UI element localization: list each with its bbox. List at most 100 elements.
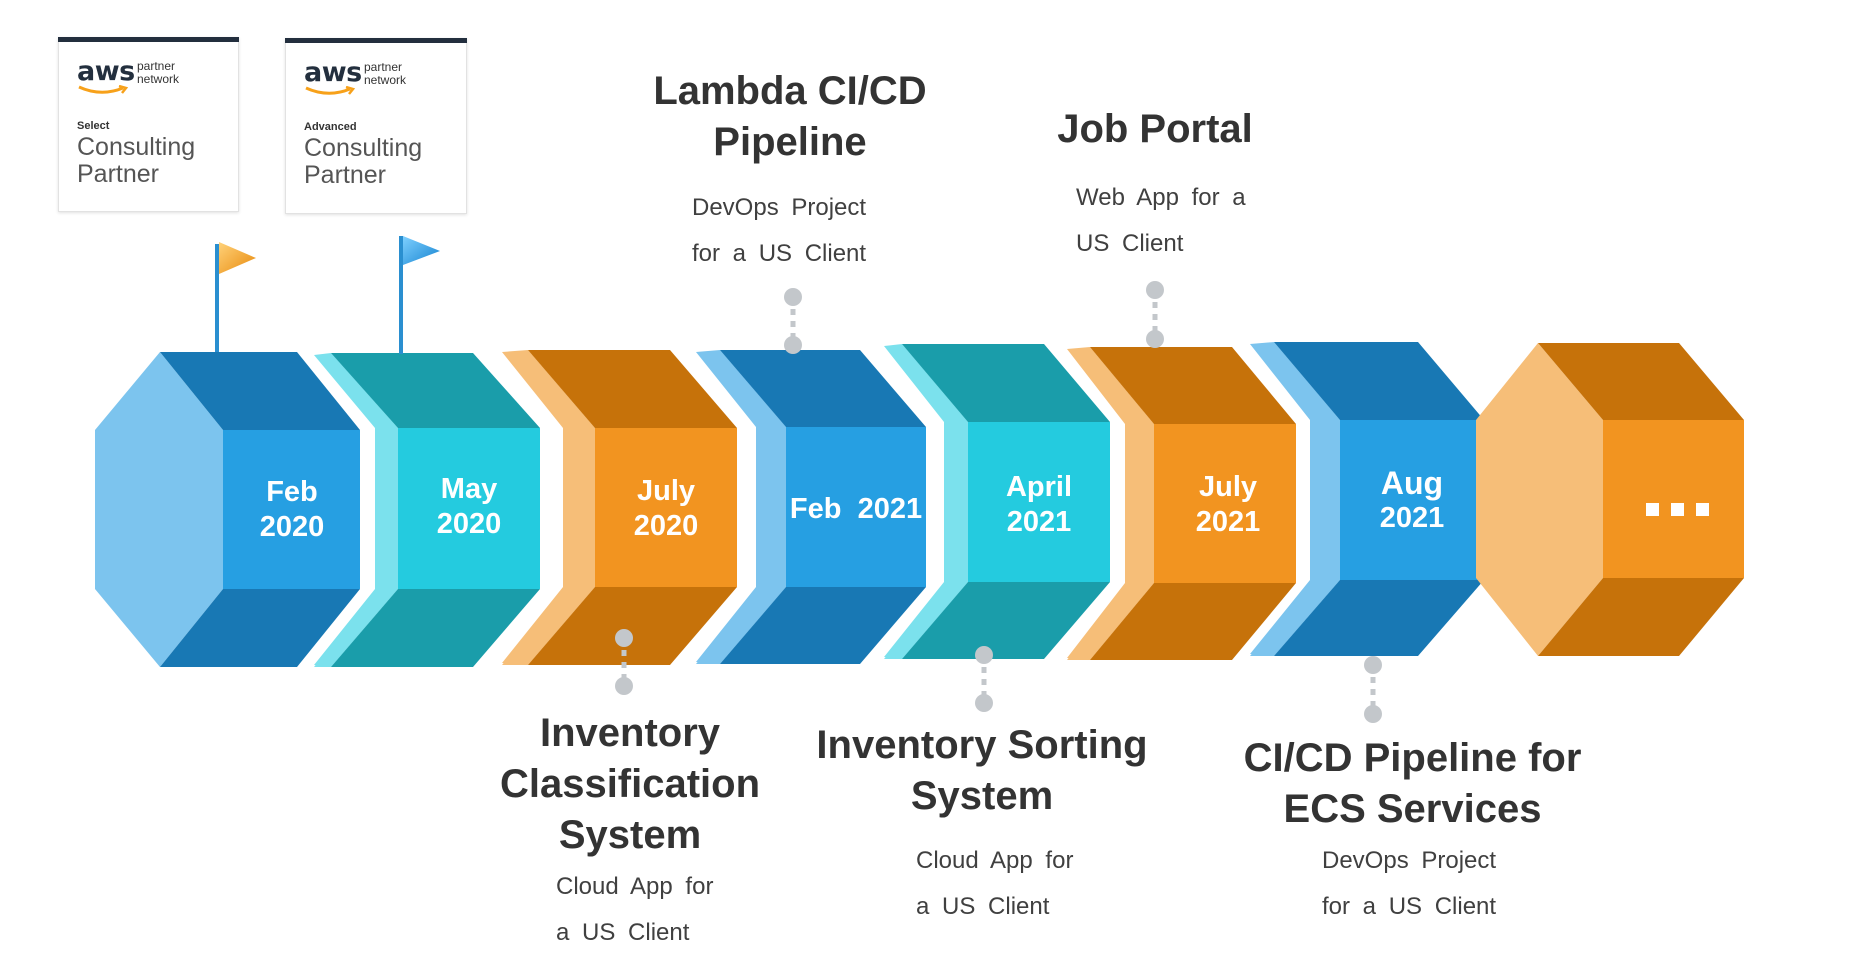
date-year: 2021: [1195, 506, 1261, 538]
network-word: network: [137, 72, 180, 86]
block-face: [595, 428, 737, 587]
block-top: [1274, 342, 1484, 420]
connector-dot: [784, 288, 802, 306]
desc-line: a US Client: [916, 893, 1050, 920]
desc-line: for a US Client: [692, 240, 867, 267]
block-face: [1603, 420, 1744, 578]
connector-dot: [975, 646, 993, 664]
connector-dot: [975, 694, 993, 712]
connector-dot: [784, 336, 802, 354]
block-bottom: [528, 587, 737, 665]
date-month: Aug: [1380, 465, 1444, 501]
title-line: Lambda CI/CD: [653, 69, 927, 113]
aws-smile-icon: [305, 86, 356, 95]
block-face: [398, 428, 540, 589]
block-bottom: [1090, 583, 1296, 660]
flag-orange-icon: [219, 242, 256, 274]
project-desc-ecs-cicd: DevOps Project for a US Client: [1322, 838, 1496, 930]
milestone-block: [1476, 343, 1744, 656]
aws-logo: aws: [77, 56, 135, 87]
badge-line1: Consulting: [77, 133, 196, 161]
partner-word: partner: [364, 60, 403, 74]
title-line: System: [910, 774, 1054, 818]
more-ellipsis-icon: [1646, 503, 1709, 516]
connector-dot: [1364, 656, 1382, 674]
network-word: network: [364, 73, 407, 87]
milestone-block: [1067, 347, 1296, 660]
block-side: [1476, 343, 1603, 656]
date-month: Feb 2021: [789, 493, 923, 525]
title-line: CI/CD Pipeline for: [1243, 736, 1582, 780]
title-line: Inventory: [539, 711, 721, 755]
milestone-block: [502, 350, 737, 665]
block-face: [1154, 424, 1296, 583]
title-line: Pipeline: [713, 120, 867, 164]
badge-line1: Consulting: [304, 134, 423, 162]
project-desc-lambda-cicd: DevOps Project for a US Client: [692, 185, 866, 277]
connector: [975, 646, 993, 712]
milestone-date-feb-2021: Feb 2021: [786, 492, 926, 527]
block-face: [968, 422, 1110, 582]
badge-line2: Partner: [77, 160, 159, 188]
aws-smile-icon: [78, 85, 129, 94]
desc-line: DevOps Project: [692, 194, 867, 221]
block-top: [1090, 347, 1296, 424]
block-side-band: [314, 353, 398, 667]
connector-dot: [1364, 705, 1382, 723]
block-top: [1538, 343, 1744, 420]
milestone-block: [95, 352, 360, 667]
milestone-block: [314, 353, 540, 667]
flag-blue-icon: [403, 236, 440, 265]
title-line: System: [558, 813, 702, 857]
milestone-block: [1250, 342, 1484, 656]
desc-line: Web App for a: [1076, 184, 1246, 211]
date-month: Feb: [266, 476, 318, 508]
badge-top-bar: [58, 37, 239, 42]
block-top: [902, 344, 1110, 422]
block-bottom: [1274, 580, 1484, 656]
connector: [1146, 281, 1164, 348]
block-side-band: [1067, 347, 1154, 660]
flags: [215, 236, 440, 354]
partner-word: partner: [137, 59, 176, 73]
date-year: 2021: [1006, 506, 1072, 538]
connector: [784, 288, 802, 354]
block-top: [160, 352, 360, 430]
milestone-block: [884, 344, 1110, 659]
date-month: July: [1198, 471, 1258, 503]
project-title-lambda-cicd: Lambda CI/CD Pipeline: [610, 66, 970, 168]
connector: [615, 629, 633, 695]
title-line: Job Portal: [1057, 107, 1253, 151]
date-month: July: [636, 475, 696, 507]
milestone-blocks: [95, 342, 1744, 667]
badge-line2: Partner: [304, 161, 386, 189]
title-line: Classification: [499, 762, 761, 806]
block-face: [786, 427, 926, 587]
block-side: [95, 352, 223, 667]
date-year: 2020: [633, 510, 699, 542]
date-year: 2020: [259, 511, 325, 543]
desc-line: a US Client: [556, 919, 690, 946]
block-bottom: [902, 582, 1110, 659]
desc-line: for a US Client: [1322, 893, 1497, 920]
desc-line: DevOps Project: [1322, 847, 1497, 874]
milestone-block: [696, 350, 926, 664]
title-line: Inventory Sorting: [816, 723, 1148, 767]
title-line: ECS Services: [1283, 787, 1542, 831]
block-side-band: [884, 344, 968, 659]
badge-tier: Select: [77, 120, 110, 132]
date-month: April: [1005, 471, 1073, 503]
block-side-band: [502, 350, 595, 665]
block-bottom: [160, 589, 360, 667]
